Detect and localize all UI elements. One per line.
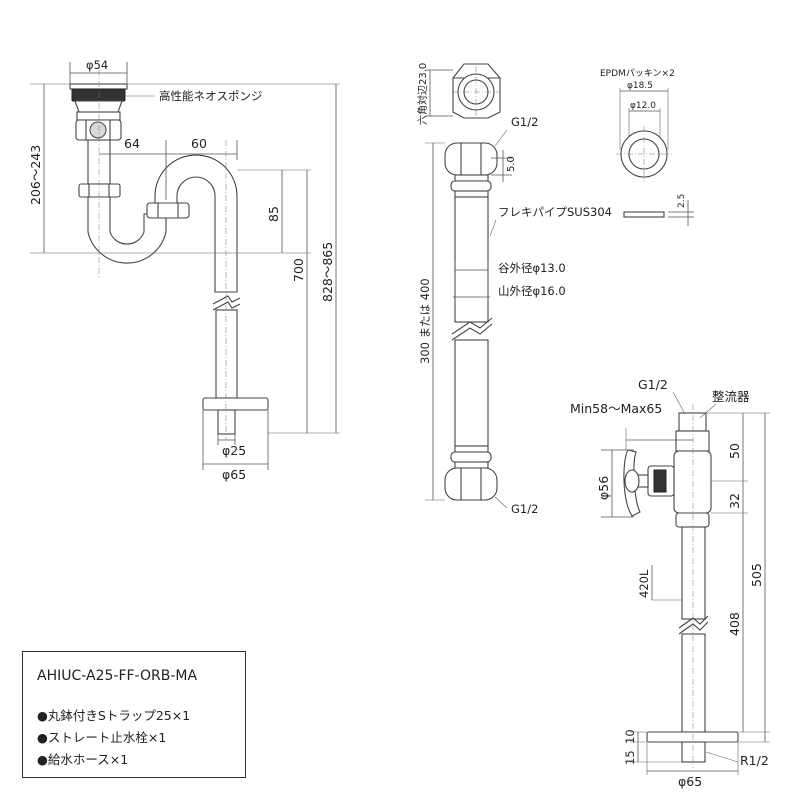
dim-10: 10 bbox=[623, 729, 637, 744]
dim-828-865: 828～865 bbox=[320, 242, 335, 302]
label-g12-valve: G1/2 bbox=[638, 377, 668, 392]
dim-2-5: 2.5 bbox=[677, 194, 687, 208]
flex-pipe-label: フレキパイプSUS304 bbox=[498, 205, 612, 219]
contents-item-hose: ●給水ホース×1 bbox=[37, 752, 129, 767]
label-g12-top: G1/2 bbox=[511, 115, 538, 129]
sponge-label: 高性能ネオスポンジ bbox=[159, 89, 263, 103]
label-r12: R1/2 bbox=[740, 753, 769, 768]
dim-15: 15 bbox=[623, 750, 637, 765]
dim-505: 505 bbox=[749, 563, 764, 587]
dim-206-243: 206～243 bbox=[28, 145, 43, 205]
dim-60: 60 bbox=[191, 136, 207, 151]
stop-valve-drawing: G1/2 整流器 Min58～Max65 φ56 50 32 408 505 4… bbox=[570, 377, 770, 789]
dim-phi25: φ25 bbox=[222, 443, 246, 458]
dim-32: 32 bbox=[727, 493, 742, 509]
contents-list: ●丸鉢付きSトラップ25×1 ●ストレート止水栓×1 ●給水ホース×1 bbox=[37, 705, 190, 771]
flex-hose-drawing: 六角対辺23.0 G1/2 5.0 フレキパイプSUS304 谷外径φ13.0 … bbox=[416, 63, 694, 516]
label-g12-bottom: G1/2 bbox=[511, 502, 538, 516]
model-number: AHIUC-A25-FF-ORB-MA bbox=[37, 668, 198, 684]
dim-min-max: Min58～Max65 bbox=[570, 401, 662, 416]
contents-item-valve: ●ストレート止水栓×1 bbox=[37, 730, 167, 745]
dim-phi56: φ56 bbox=[596, 476, 611, 500]
dim-700: 700 bbox=[291, 258, 306, 282]
dim-hex-23: 六角対辺23.0 bbox=[416, 63, 429, 125]
dim-valley: 谷外径φ13.0 bbox=[498, 261, 566, 275]
dim-85: 85 bbox=[266, 206, 281, 222]
dim-phi65-valve: φ65 bbox=[678, 774, 702, 789]
product-info-box: AHIUC-A25-FF-ORB-MA ●丸鉢付きSトラップ25×1 ●ストレー… bbox=[22, 651, 246, 778]
dim-phi185: φ18.5 bbox=[627, 81, 653, 91]
dim-408: 408 bbox=[727, 612, 742, 636]
dim-phi120: φ12.0 bbox=[630, 101, 656, 111]
dim-64: 64 bbox=[124, 136, 140, 151]
dim-crest: 山外径φ16.0 bbox=[498, 284, 566, 298]
dim-5: 5.0 bbox=[506, 156, 517, 172]
dim-50: 50 bbox=[727, 443, 742, 459]
regulator-label: 整流器 bbox=[712, 389, 750, 404]
s-trap-drawing: φ54 高性能ネオスポンジ 64 60 206～243 85 700 828～8… bbox=[28, 58, 340, 482]
contents-item-trap: ●丸鉢付きSトラップ25×1 bbox=[37, 708, 191, 723]
epdm-label: EPDMパッキン×2 bbox=[600, 68, 675, 79]
dim-phi54: φ54 bbox=[86, 58, 108, 72]
dim-length: 300 または 400 bbox=[418, 278, 432, 364]
dim-420l: 420L bbox=[637, 569, 651, 598]
dim-phi65: φ65 bbox=[222, 467, 246, 482]
